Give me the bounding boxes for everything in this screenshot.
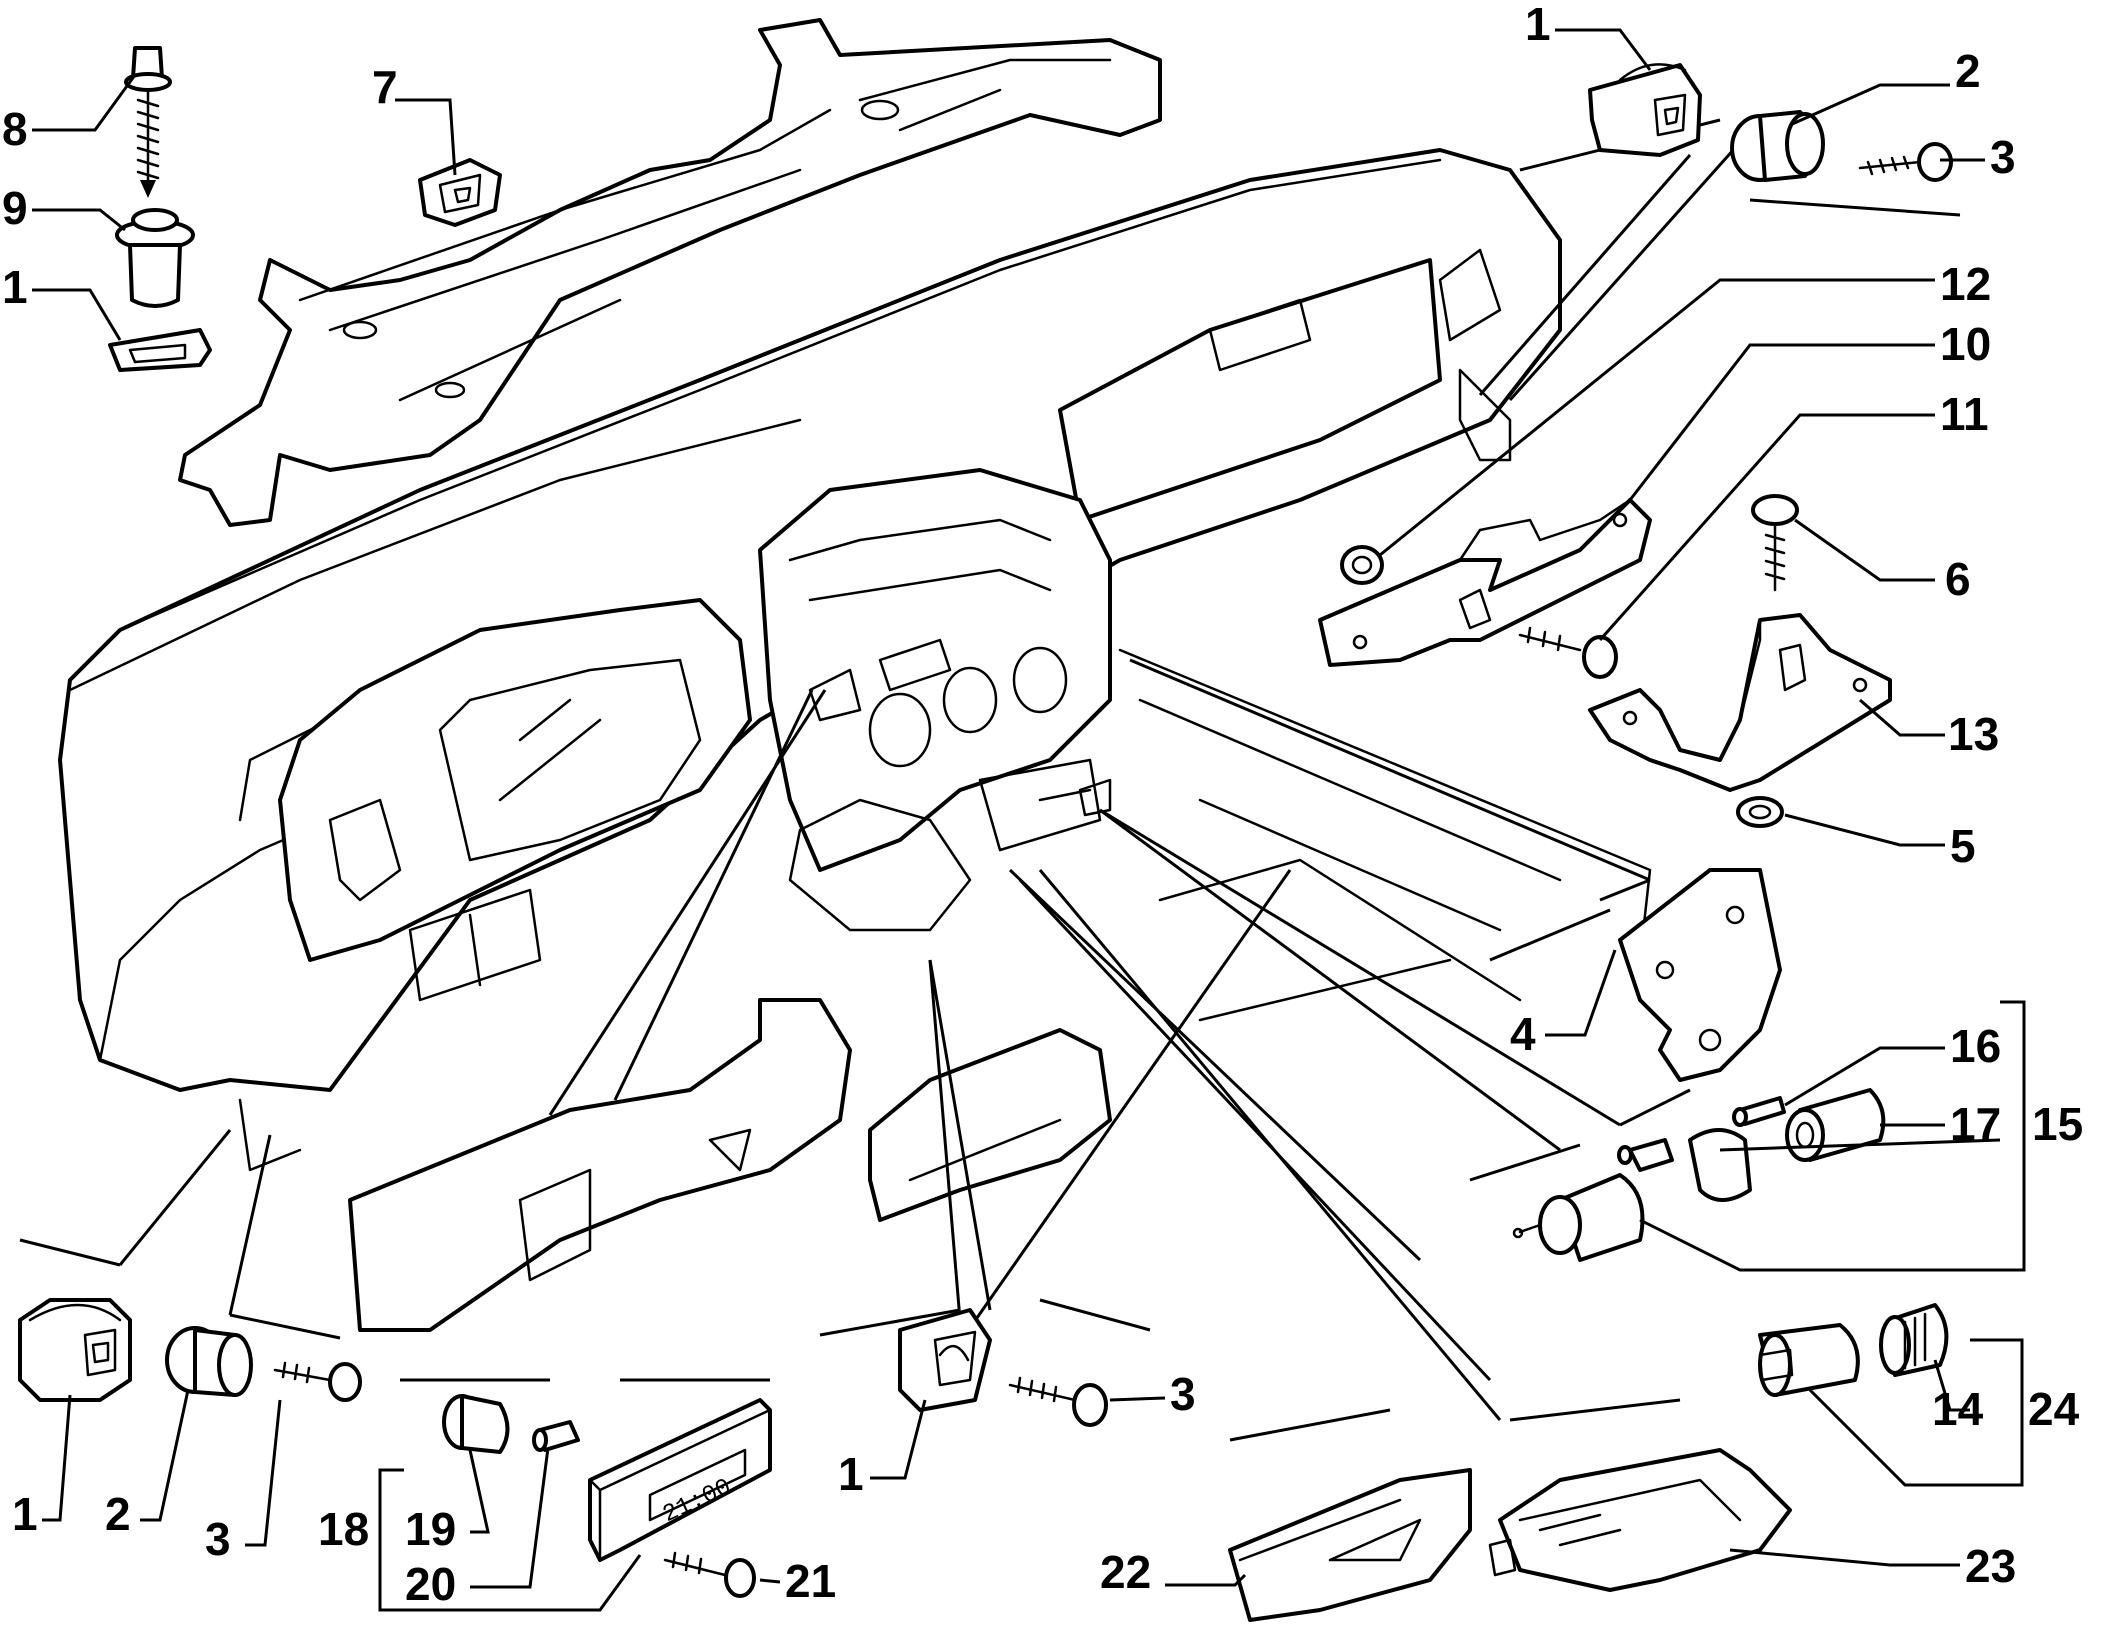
dashboard-cross-beam xyxy=(178,18,1162,527)
callout-leaders xyxy=(32,28,2001,1612)
callout-12: 12 xyxy=(1940,258,1991,310)
callout-17: 17 xyxy=(1950,1098,2001,1150)
clip-1-center xyxy=(898,1308,992,1412)
callout-7: 7 xyxy=(372,61,398,113)
callout-15: 15 xyxy=(2032,1098,2083,1150)
plate-4 xyxy=(1618,868,1782,1082)
digital-clock: 21:00 xyxy=(588,1398,772,1562)
callout-20: 20 xyxy=(405,1558,456,1610)
callout-18: 18 xyxy=(318,1503,369,1555)
callout-3-top-right: 3 xyxy=(1990,131,2016,183)
callout-22: 22 xyxy=(1100,1546,1151,1598)
plug-9 xyxy=(115,208,195,308)
nut-5 xyxy=(1736,796,1784,828)
bracket-13 xyxy=(1588,613,1892,792)
callout-3-center: 3 xyxy=(1170,1368,1196,1420)
callout-8: 8 xyxy=(2,103,28,155)
screw-3-top-right xyxy=(1858,142,1953,182)
screw-3-center xyxy=(1008,1376,1108,1427)
lighter-lamp xyxy=(1617,1138,1674,1172)
bushing-2-bottom-left xyxy=(165,1326,253,1397)
callout-13: 13 xyxy=(1948,708,1999,760)
bushing-2-top-right xyxy=(1730,110,1825,182)
lighter-element-16 xyxy=(1732,1096,1786,1127)
leader-lines xyxy=(19,118,1961,1442)
lighter-socket xyxy=(1512,1173,1645,1262)
callout-10: 10 xyxy=(1940,318,1991,370)
screw-6 xyxy=(1751,494,1799,592)
callout-14: 14 xyxy=(1932,1383,1984,1435)
ashtray-housing-23 xyxy=(1488,1448,1792,1592)
bulb-20 xyxy=(532,1420,580,1452)
bracket-24 xyxy=(1970,1338,2024,1487)
lighter-body-17 xyxy=(1785,1088,1886,1162)
callout-1-top-left: 1 xyxy=(2,261,28,313)
clip-7 xyxy=(418,158,502,227)
screw-11 xyxy=(1518,626,1618,679)
callout-21: 21 xyxy=(785,1555,836,1607)
callout-6: 6 xyxy=(1945,553,1971,605)
dashboard-panel xyxy=(58,148,1652,1332)
bulb-holder-19 xyxy=(442,1394,510,1454)
clip-1-bottom-left xyxy=(18,1298,132,1402)
callout-3-bottom-left: 3 xyxy=(205,1513,231,1565)
callout-2-bottom-left: 2 xyxy=(105,1488,131,1540)
screw-3-bottom-left xyxy=(273,1361,362,1402)
lighter-ring xyxy=(1688,1128,1752,1202)
callout-5: 5 xyxy=(1950,820,1976,872)
ashtray-insert-22 xyxy=(1228,1468,1472,1622)
callout-labels: 1 8 9 7 1 2 3 12 10 11 6 13 5 4 16 17 15… xyxy=(2,0,2083,1610)
bracket-15 xyxy=(2000,1000,2026,1272)
callout-9: 9 xyxy=(2,182,28,234)
callout-11: 11 xyxy=(1940,388,1989,440)
clip-1-top-left xyxy=(108,328,212,372)
callout-16: 16 xyxy=(1950,1020,2001,1072)
socket-24 xyxy=(1758,1323,1860,1397)
screw-21 xyxy=(663,1551,756,1598)
callout-24: 24 xyxy=(2028,1383,2080,1435)
bracket-12 xyxy=(1318,498,1652,667)
screw-8 xyxy=(124,46,172,198)
callout-1-top-right: 1 xyxy=(1525,0,1551,50)
callout-4: 4 xyxy=(1510,1008,1536,1060)
callout-1-bottom-left: 1 xyxy=(12,1488,38,1540)
callout-23: 23 xyxy=(1965,1540,2016,1592)
plug-14 xyxy=(1879,1303,1949,1377)
clip-1-top-right xyxy=(1588,63,1702,157)
callout-19: 19 xyxy=(405,1503,456,1555)
callout-2-top-right: 2 xyxy=(1955,45,1981,97)
callout-1-center: 1 xyxy=(838,1448,864,1500)
bracket-18 xyxy=(378,1468,404,1612)
